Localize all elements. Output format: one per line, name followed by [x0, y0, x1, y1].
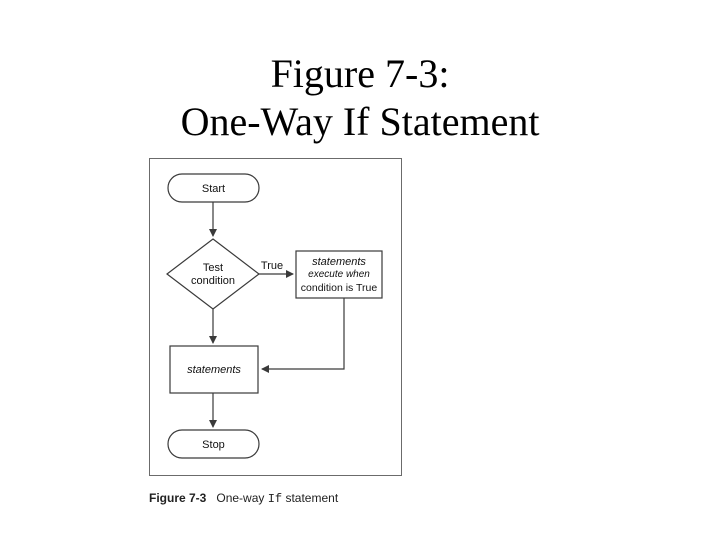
decision-label-line-1: Test — [203, 262, 223, 274]
caption-keyword: If — [267, 492, 283, 506]
stop-label: Stop — [202, 439, 225, 451]
arrow-true-to-statements — [261, 298, 345, 373]
figure-frame — [149, 158, 402, 476]
stop-node — [167, 429, 260, 459]
true-box-line-3: condition is True — [301, 282, 378, 294]
caption-text-after: statement — [282, 491, 339, 505]
statements-label: statements — [187, 364, 241, 376]
caption-figure-label: Figure 7-3 — [149, 491, 207, 505]
decision-label-line-2: condition — [191, 275, 235, 287]
statements-box — [169, 345, 259, 394]
true-box-line-1: statements — [312, 256, 366, 268]
title-line-2: One-Way If Statement — [180, 99, 540, 144]
start-label: Start — [202, 183, 225, 195]
figure-caption: Figure 7-3 One-way If statement — [149, 491, 338, 506]
decision-node — [166, 238, 260, 310]
slide-title: Figure 7-3: One-Way If Statement — [0, 50, 720, 146]
true-box-line-2: execute when — [308, 269, 370, 280]
true-label: True — [261, 260, 283, 272]
caption-text-before: One-way — [216, 491, 268, 505]
true-statements-box — [295, 250, 383, 299]
title-line-1: Figure 7-3: — [270, 51, 450, 96]
